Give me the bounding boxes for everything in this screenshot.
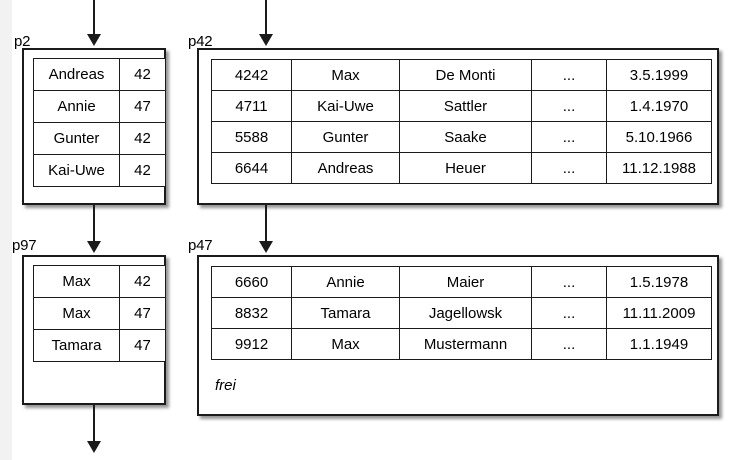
cell-hash: 42 <box>119 122 166 155</box>
cell-last: Heuer <box>399 152 532 184</box>
cell-last: Saake <box>399 121 532 153</box>
page-box-p42: 4242 Max De Monti ... 3.5.1999 4711 Kai-… <box>197 48 719 205</box>
cell-id: 5588 <box>211 121 292 153</box>
page-box-p47: 6660 Annie Maier ... 1.5.1978 8832 Tamar… <box>197 255 719 416</box>
cell-last: Jagellowsk <box>399 297 532 329</box>
cell-first: Tamara <box>291 297 400 329</box>
table-row: Tamara 47 <box>33 329 166 362</box>
table-row: 6644 Andreas Heuer ... 11.12.1988 <box>211 152 712 184</box>
cell-name: Andreas <box>33 58 120 91</box>
cell-more: ... <box>531 152 607 184</box>
left-gutter <box>0 0 12 460</box>
cell-date: 11.11.2009 <box>606 297 712 329</box>
arrow-out-of-p97 <box>86 405 102 453</box>
cell-date: 1.4.1970 <box>606 90 712 122</box>
table-row: Max 42 <box>33 265 166 298</box>
cell-hash: 47 <box>119 329 166 362</box>
cell-last: Maier <box>399 266 532 298</box>
table-row: Max 47 <box>33 297 166 330</box>
table-row: 5588 Gunter Saake ... 5.10.1966 <box>211 121 712 153</box>
page-box-p97: Max 42 Max 47 Tamara 47 <box>22 255 166 405</box>
cell-hash: 42 <box>119 58 166 91</box>
cell-id: 6660 <box>211 266 292 298</box>
cell-more: ... <box>531 328 607 360</box>
cell-first: Andreas <box>291 152 400 184</box>
free-space-label: frei <box>215 377 236 394</box>
cell-hash: 42 <box>119 154 166 187</box>
cell-name: Max <box>33 297 120 330</box>
cell-id: 8832 <box>211 297 292 329</box>
arrow-p2-to-p97 <box>86 205 102 253</box>
record-table-p47: 6660 Annie Maier ... 1.5.1978 8832 Tamar… <box>211 266 712 360</box>
cell-more: ... <box>531 59 607 91</box>
table-row: 6660 Annie Maier ... 1.5.1978 <box>211 266 712 298</box>
cell-date: 1.5.1978 <box>606 266 712 298</box>
cell-hash: 47 <box>119 90 166 123</box>
table-row: 8832 Tamara Jagellowsk ... 11.11.2009 <box>211 297 712 329</box>
cell-more: ... <box>531 266 607 298</box>
cell-name: Max <box>33 265 120 298</box>
cell-hash: 42 <box>119 265 166 298</box>
table-row: 9912 Max Mustermann ... 1.1.1949 <box>211 328 712 360</box>
cell-id: 9912 <box>211 328 292 360</box>
cell-first: Max <box>291 59 400 91</box>
record-table-p97: Max 42 Max 47 Tamara 47 <box>33 265 166 362</box>
cell-id: 4242 <box>211 59 292 91</box>
table-row: 4711 Kai-Uwe Sattler ... 1.4.1970 <box>211 90 712 122</box>
cell-name: Tamara <box>33 329 120 362</box>
cell-last: Sattler <box>399 90 532 122</box>
table-row: Gunter 42 <box>33 122 166 155</box>
cell-more: ... <box>531 297 607 329</box>
cell-id: 4711 <box>211 90 292 122</box>
cell-name: Kai-Uwe <box>33 154 120 187</box>
record-table-p2: Andreas 42 Annie 47 Gunter 42 Kai-Uwe 42 <box>33 58 166 187</box>
table-row: Annie 47 <box>33 90 166 123</box>
page-label-p42: p42 <box>188 33 213 50</box>
cell-date: 3.5.1999 <box>606 59 712 91</box>
cell-first: Annie <box>291 266 400 298</box>
cell-first: Gunter <box>291 121 400 153</box>
page-label-p2: p2 <box>14 33 31 50</box>
page-label-p97: p97 <box>12 237 37 254</box>
page-label-p47: p47 <box>188 237 213 254</box>
table-row: Andreas 42 <box>33 58 166 91</box>
arrow-into-p42 <box>258 0 274 46</box>
arrow-into-p2 <box>86 0 102 46</box>
cell-name: Gunter <box>33 122 120 155</box>
page-box-p2: Andreas 42 Annie 47 Gunter 42 Kai-Uwe 42 <box>22 48 166 205</box>
arrow-p42-to-p47 <box>258 205 274 253</box>
cell-first: Kai-Uwe <box>291 90 400 122</box>
cell-more: ... <box>531 90 607 122</box>
cell-hash: 47 <box>119 297 166 330</box>
cell-date: 11.12.1988 <box>606 152 712 184</box>
cell-date: 1.1.1949 <box>606 328 712 360</box>
cell-date: 5.10.1966 <box>606 121 712 153</box>
cell-more: ... <box>531 121 607 153</box>
cell-name: Annie <box>33 90 120 123</box>
cell-first: Max <box>291 328 400 360</box>
cell-last: De Monti <box>399 59 532 91</box>
table-row: Kai-Uwe 42 <box>33 154 166 187</box>
record-table-p42: 4242 Max De Monti ... 3.5.1999 4711 Kai-… <box>211 59 712 184</box>
cell-id: 6644 <box>211 152 292 184</box>
table-row: 4242 Max De Monti ... 3.5.1999 <box>211 59 712 91</box>
cell-last: Mustermann <box>399 328 532 360</box>
